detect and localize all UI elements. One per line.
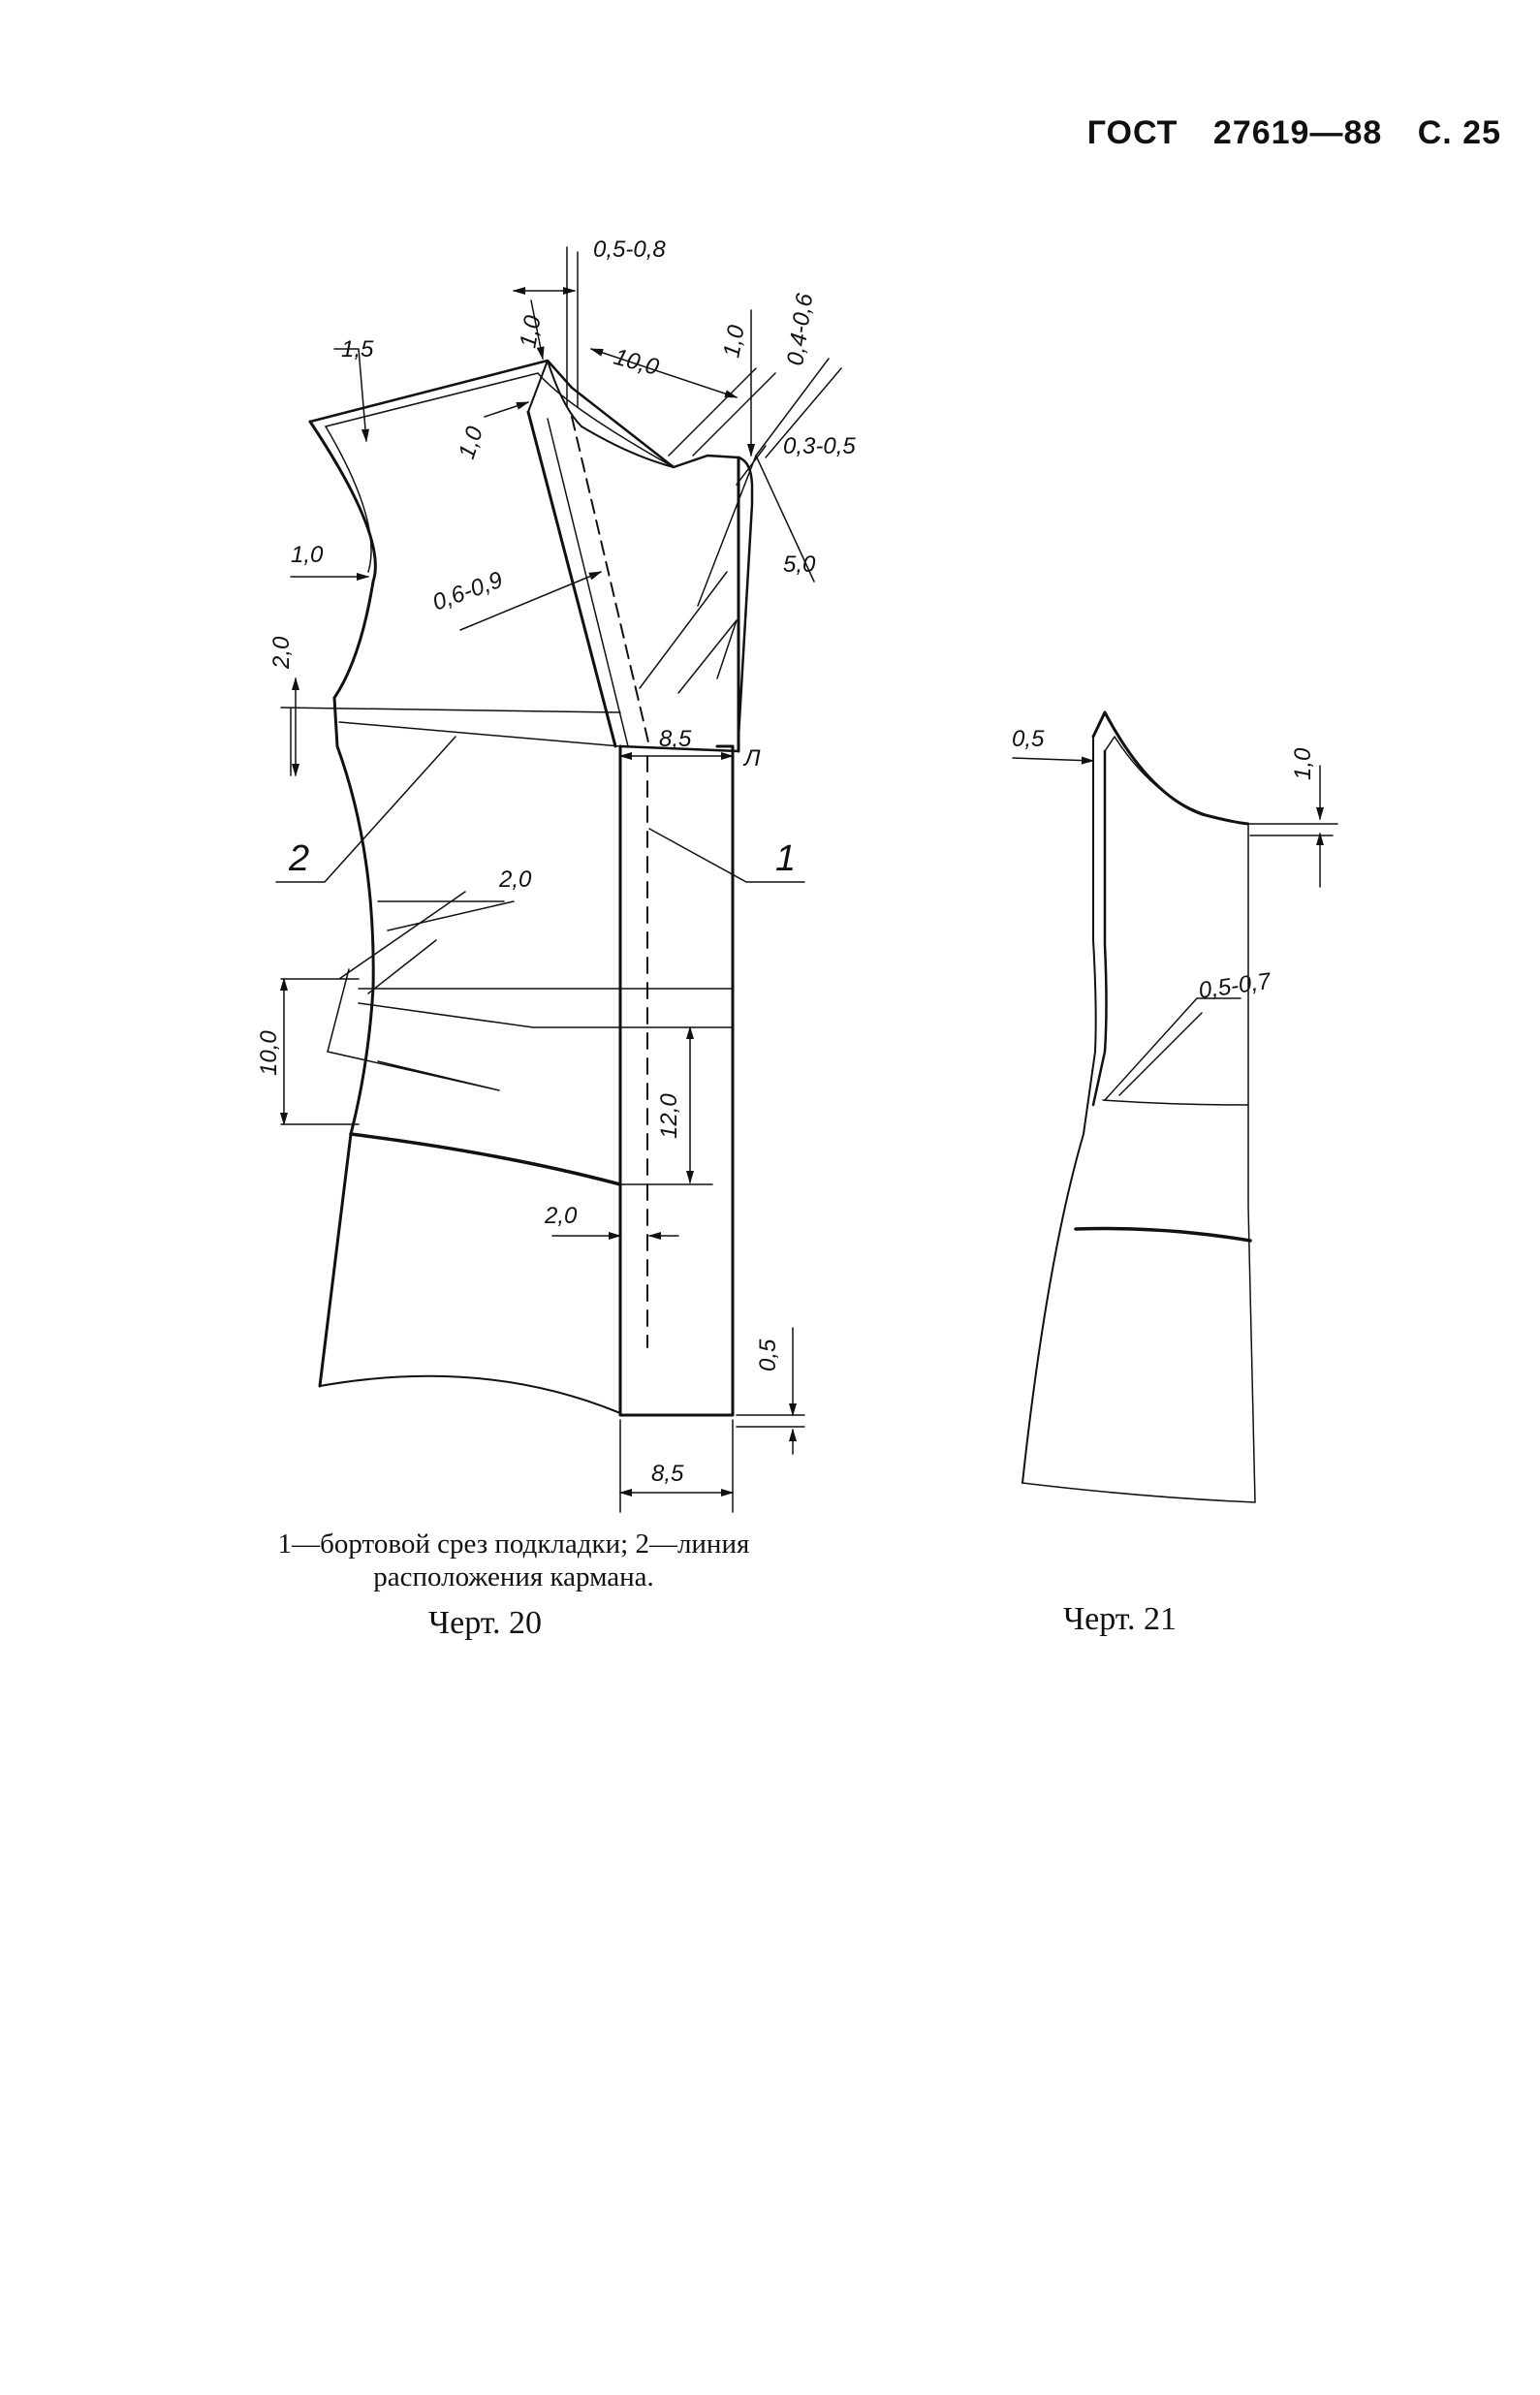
chest-line-2 xyxy=(338,721,621,747)
dim-10-0-side: 10,0 xyxy=(256,1030,282,1076)
fig21-neck-inner xyxy=(1104,736,1222,820)
dim-0-5: 0,5 xyxy=(755,1339,781,1371)
figure-20-title: Черт. 20 xyxy=(428,1605,543,1641)
leader-1 xyxy=(648,828,805,883)
leader-2 xyxy=(275,736,456,883)
page-number: С. 25 xyxy=(1417,114,1501,151)
side-seam xyxy=(318,696,375,1388)
hem-line xyxy=(319,1374,621,1414)
fig21-dim-0-5: 0,5 xyxy=(1012,726,1045,752)
dim-10-0-top: 10,0 xyxy=(611,344,662,381)
armhole-curve xyxy=(308,420,377,700)
lapel-dashed xyxy=(571,416,650,747)
figure-20-dimensions: 0,5-0,8 1,5 1,0 10,0 1,0 0,4-0,6 1,0 0,3… xyxy=(256,236,856,1487)
dim-0-6-0-9: 0,6-0,9 xyxy=(429,567,506,616)
figure-21-drawing xyxy=(1012,710,1338,1503)
lining-strip xyxy=(618,744,735,1417)
fig21-right xyxy=(1247,823,1256,1503)
dim-8-5-top: 8,5 xyxy=(659,726,692,752)
dim-2-0-left: 2,0 xyxy=(268,636,295,670)
figure-21-dimensions: 0,5 1,0 0,5-0,7 xyxy=(1012,726,1316,1004)
label-1: 1 xyxy=(775,838,796,879)
dim-2-0-pocket: 2,0 xyxy=(498,867,532,893)
dim-1-0-b: 1,0 xyxy=(718,323,749,360)
standard-name: ГОСТ xyxy=(1086,114,1179,151)
dim-1-0-c: 1,0 xyxy=(454,423,488,462)
dim-0-4-0-6: 0,4-0,6 xyxy=(782,291,818,366)
chest-line xyxy=(280,707,621,713)
dim-1-5: 1,5 xyxy=(341,336,374,362)
neck-curve xyxy=(547,360,675,468)
fig21-left-outer xyxy=(1021,736,1097,1484)
dim-12-0: 12,0 xyxy=(656,1093,682,1139)
standard-number: 27619—88 xyxy=(1212,114,1383,151)
lapel-edge xyxy=(526,410,617,748)
seam-allowance-line xyxy=(325,372,675,468)
dim-0-5-0-8: 0,5-0,8 xyxy=(593,236,666,263)
figure-20-drawing xyxy=(275,246,842,1513)
fig21-hem xyxy=(1021,1482,1256,1503)
fig21-waist xyxy=(1074,1226,1252,1243)
fig21-neck xyxy=(1091,710,1250,826)
inner-armhole xyxy=(325,425,372,573)
dim-1-0-d: 1,0 xyxy=(291,542,324,568)
caption-line-1: 1—бортовой срез подкладки; 2—линия xyxy=(277,1528,750,1560)
dimension-lines xyxy=(279,246,842,1513)
dim-2-0-bottom: 2,0 xyxy=(544,1203,578,1229)
label-2: 2 xyxy=(288,838,309,879)
dim-5-0: 5,0 xyxy=(783,551,816,578)
pocket-flap xyxy=(327,968,500,1091)
front-panel-outline xyxy=(308,359,754,739)
waist-line xyxy=(349,1132,622,1186)
fig21-dim-0-5-0-7: 0,5-0,7 xyxy=(1197,968,1273,1004)
caption-line-2: расположения кармана. xyxy=(373,1561,654,1592)
figure-21-title: Черт. 21 xyxy=(1063,1601,1178,1637)
lapel-top xyxy=(527,360,549,413)
dim-0-3-0-5: 0,3-0,5 xyxy=(783,433,856,459)
lapel-inner xyxy=(547,418,629,747)
figure-20-caption: 1—бортовой срез подкладки; 2—линия распо… xyxy=(194,1528,833,1593)
fig21-chest xyxy=(1102,1099,1249,1106)
fig21-dim-1-0: 1,0 xyxy=(1290,747,1316,780)
dim-L: Л xyxy=(742,745,761,772)
pocket-line-b xyxy=(358,1002,734,1028)
dim-8-5-bottom: 8,5 xyxy=(651,1461,684,1487)
dim-1-0-a: 1,0 xyxy=(515,313,546,350)
page-header: ГОСТ 27619—88 С. 25 xyxy=(1087,114,1501,152)
lining-strip-top xyxy=(618,744,740,753)
fig21-left-inner xyxy=(1091,749,1108,1107)
